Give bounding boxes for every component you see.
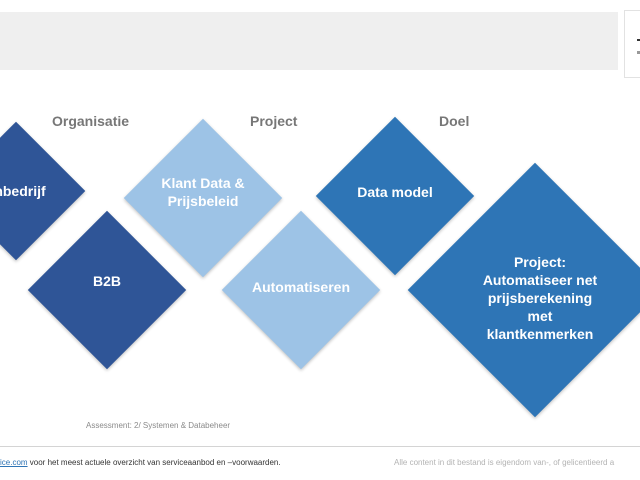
diamond-klant-data-label: Klant Data & Prijsbeleid: [161, 175, 245, 209]
logo-dot-icon: [637, 51, 640, 54]
diamond-automatiseren-label: Automatiseren: [251, 279, 351, 295]
footer-notice: ice.com voor het meest actuele overzicht…: [0, 458, 281, 467]
column-header-doel: Doel: [439, 113, 470, 129]
footer-divider: [0, 446, 640, 447]
diamond-b2b-label: B2B: [92, 273, 121, 289]
logo: [624, 10, 640, 78]
footer-link[interactable]: ice.com: [0, 458, 28, 467]
column-header-organisatie: Organisatie: [52, 113, 130, 129]
header-banner: [0, 12, 618, 70]
footer-notice-text: voor het meest actuele overzicht van ser…: [27, 458, 281, 467]
diamond-bedrijf-label: nbedrijf: [0, 183, 46, 199]
logo-mark-icon: [637, 39, 640, 46]
diamond-data-model-label: Data model: [357, 184, 433, 200]
footer-copyright: Alle content in dit bestand is eigendom …: [394, 458, 615, 467]
diamond-project-goal-label: Project: Automatiseer net prijsberekenin…: [482, 254, 598, 342]
column-header-project: Project: [250, 113, 298, 129]
assessment-caption: Assessment: 2/ Systemen & Databeheer: [86, 421, 231, 430]
